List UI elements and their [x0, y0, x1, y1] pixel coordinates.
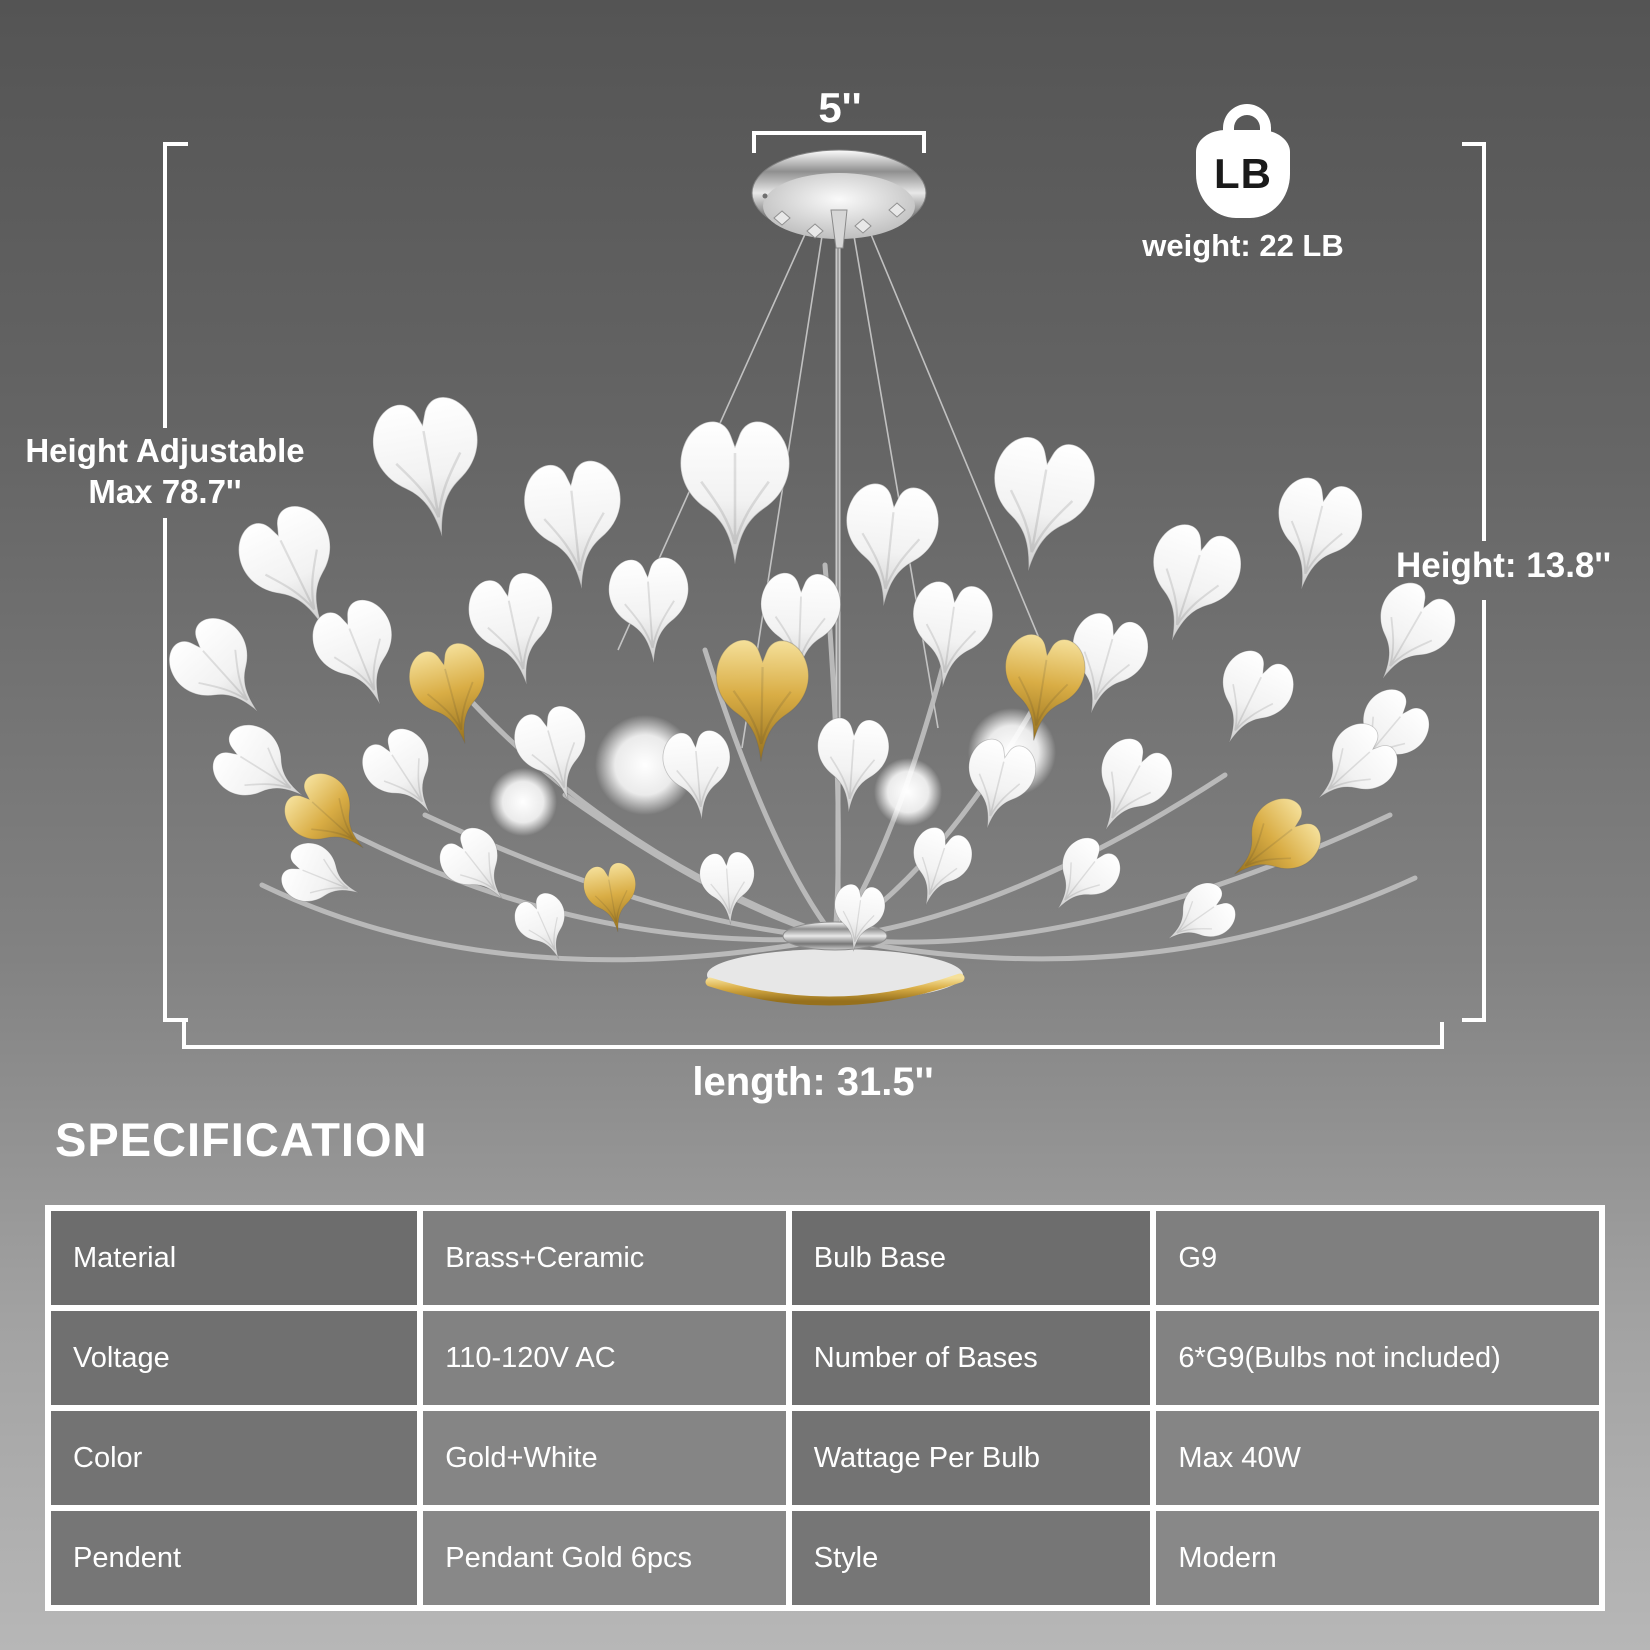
chandelier-illustration [156, 131, 1486, 1049]
spec-cell-value: Pendant Gold 6pcs [423, 1511, 786, 1605]
spec-cell-value: Gold+White [423, 1411, 786, 1505]
spec-title: SPECIFICATION [55, 1113, 428, 1166]
spec-cell-value: G9 [1156, 1211, 1599, 1305]
canopy-width-label: 5'' [818, 84, 862, 131]
spec-cell-label: Wattage Per Bulb [791, 1411, 1151, 1505]
height-adjustable-line [163, 142, 188, 1022]
weight-icon-handle [1223, 104, 1271, 139]
height-line [1462, 142, 1486, 1022]
spec-cell-value: Max 40W [1156, 1411, 1599, 1505]
leaves [156, 390, 1466, 970]
height-label: Height: 13.8'' [1396, 546, 1612, 585]
spec-cell-label: Style [791, 1511, 1151, 1605]
spec-cell-value: Brass+Ceramic [423, 1211, 786, 1305]
spec-cell-value: 6*G9(Bulbs not included) [1156, 1311, 1599, 1405]
weight-icon: LB [1194, 104, 1292, 222]
spec-cell-label: Number of Bases [791, 1311, 1151, 1405]
spec-cell-value: 110-120V AC [423, 1311, 786, 1405]
height-adjustable-line2: Max 78.7'' [88, 473, 242, 510]
spec-cell-value: Modern [1156, 1511, 1599, 1605]
canopy-width-bracket [752, 131, 926, 153]
length-bracket [182, 1022, 1444, 1049]
height-adjustable-line1: Height Adjustable [25, 432, 305, 469]
spec-cell-label: Bulb Base [791, 1211, 1151, 1305]
weight-icon-body: LB [1196, 130, 1290, 218]
canopy [751, 149, 927, 249]
spec-cell-label: Material [51, 1211, 418, 1305]
weight-label: weight: 22 LB [1142, 228, 1344, 263]
length-label: length: 31.5'' [692, 1060, 934, 1104]
spec-cell-label: Color [51, 1411, 418, 1505]
height-adjustable-label: Height Adjustable Max 78.7'' [15, 430, 315, 512]
bottom-dish [705, 921, 965, 1006]
weight-icon-label: LB [1214, 150, 1272, 197]
spec-cell-label: Voltage [51, 1311, 418, 1405]
spec-table: Material Brass+Ceramic Bulb Base G9 Volt… [45, 1205, 1605, 1611]
spec-cell-label: Pendent [51, 1511, 418, 1605]
